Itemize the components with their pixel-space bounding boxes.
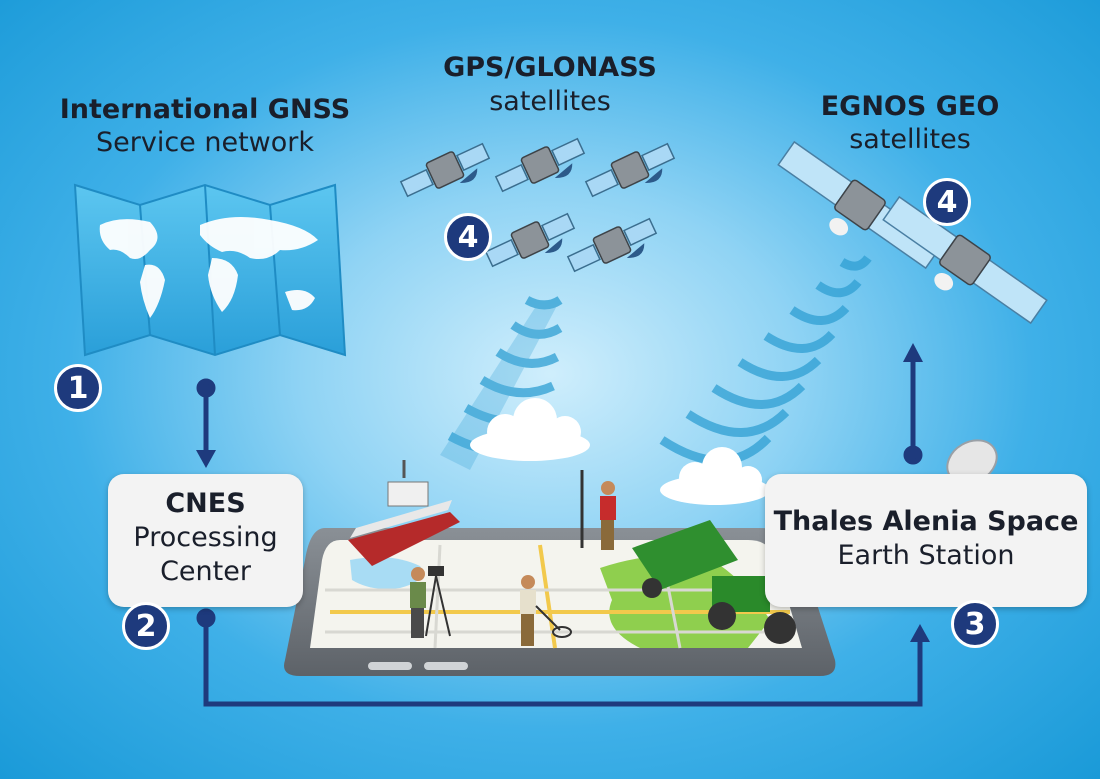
step-badge-4-gps: 4 — [444, 213, 492, 261]
cnes-line1: Processing — [133, 522, 278, 553]
step-badge-2: 2 — [122, 602, 170, 650]
cnes-title: CNES — [165, 488, 246, 519]
gnss-subtitle: Service network — [95, 127, 315, 158]
satellite-icon — [882, 195, 1048, 325]
gnss-title: International GNSS — [59, 94, 351, 125]
step-badge-4-egnos: 4 — [923, 178, 971, 226]
satellite-icon — [566, 217, 658, 273]
camera-person-icon — [410, 566, 451, 638]
cloud-icon — [660, 447, 770, 505]
cnes-box — [108, 474, 303, 607]
tablet-map-icon — [284, 460, 836, 676]
world-map-icon — [73, 183, 347, 357]
egnos-satellite-group — [777, 140, 1048, 325]
thales-subtitle: Earth Station — [837, 540, 1015, 571]
gps-satellite-group — [399, 137, 676, 273]
gps-subtitle: satellites — [489, 86, 611, 117]
satellite-icon — [399, 142, 491, 198]
thales-title: Thales Alenia Space — [773, 506, 1079, 537]
egnos-title: EGNOS GEO — [820, 91, 1000, 122]
gps-title: GPS/GLONASS — [443, 52, 657, 83]
egnos-subtitle: satellites — [849, 124, 971, 155]
cloud-icon — [470, 398, 590, 461]
cnes-line2: Center — [160, 556, 251, 587]
step-badge-3: 3 — [951, 600, 999, 648]
surveyor-person-icon — [580, 470, 616, 550]
tractor-icon — [632, 520, 796, 644]
detector-person-icon — [520, 575, 572, 646]
ship-icon — [348, 460, 460, 566]
satellite-icon — [584, 142, 676, 198]
step-badge-1: 1 — [54, 364, 102, 412]
thales-box — [765, 474, 1087, 607]
satellite-icon — [484, 212, 576, 268]
egnos-signal-beam — [659, 255, 872, 465]
satellite-icon — [494, 137, 586, 193]
flow-arrows — [196, 343, 930, 707]
